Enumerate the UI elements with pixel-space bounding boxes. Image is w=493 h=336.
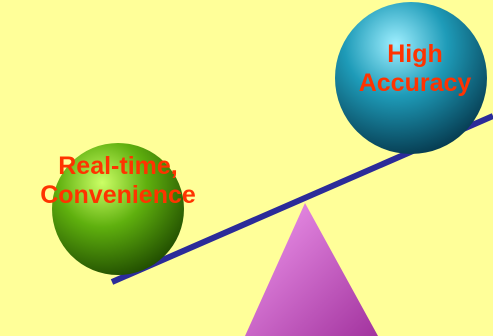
left-label-line1: Real-time,	[58, 152, 178, 180]
fulcrum-triangle	[245, 203, 378, 336]
high-accuracy-label: High Accuracy	[330, 40, 493, 98]
left-ball	[52, 143, 184, 275]
left-label-line2: Convenience	[40, 181, 196, 209]
right-label-line1: High	[387, 40, 443, 68]
real-time-convenience-label: Real-time, Convenience	[8, 152, 228, 210]
right-ball	[335, 2, 487, 154]
right-label-line2: Accuracy	[358, 69, 472, 97]
